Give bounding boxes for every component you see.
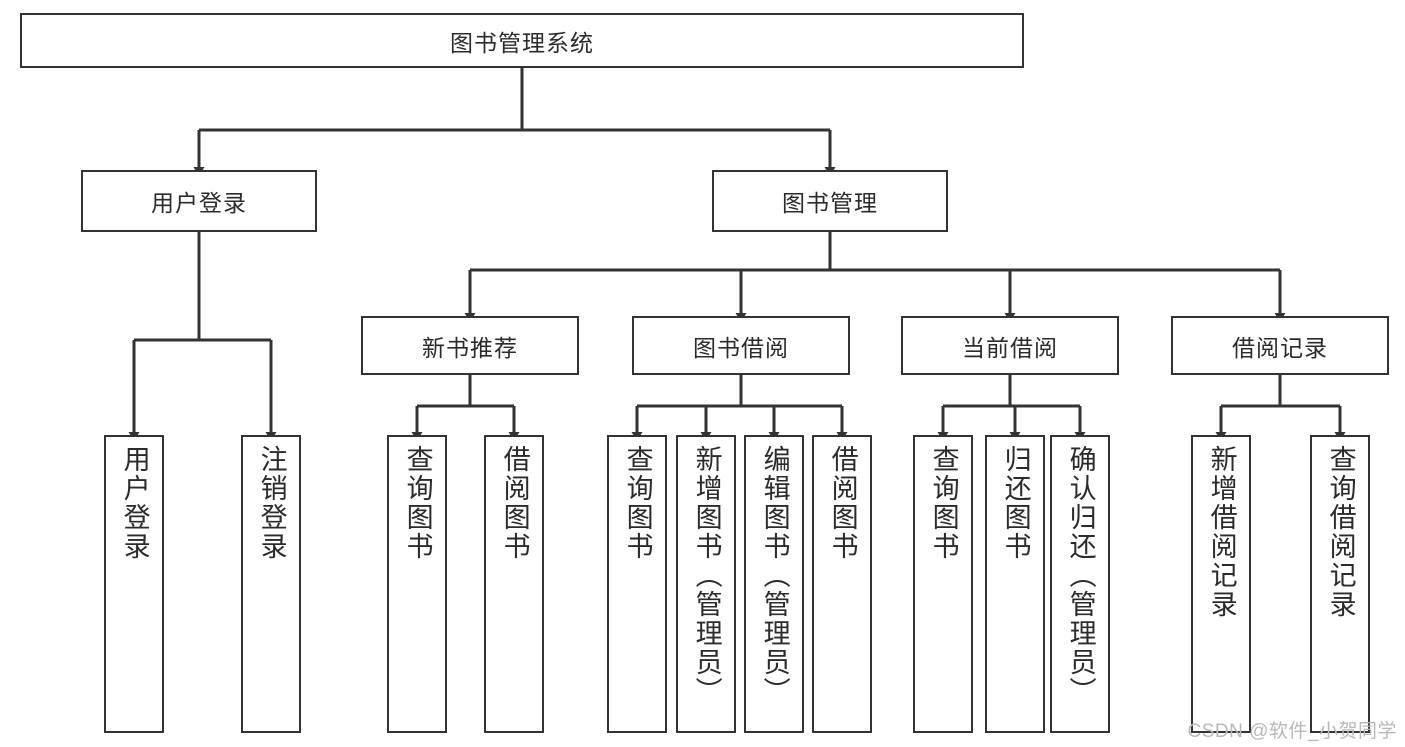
node-borrow-record[interactable]: 借阅记录: [1171, 316, 1389, 375]
node-label: 查询图书: [622, 445, 653, 561]
node-label: 当前借阅: [962, 334, 1058, 361]
node-leaf-13[interactable]: 查询借阅记录: [1310, 435, 1370, 733]
node-label: 图书管理系统: [450, 29, 594, 56]
node-leaf-2[interactable]: 注销登录: [241, 435, 301, 733]
node-book-borrow[interactable]: 图书借阅: [632, 316, 850, 375]
node-label: 新增借阅记录: [1206, 445, 1237, 619]
node-current-borrow[interactable]: 当前借阅: [901, 316, 1119, 375]
node-label: 查询借阅记录: [1325, 445, 1356, 619]
node-new-book-rec[interactable]: 新书推荐: [361, 316, 579, 375]
node-label: 图书借阅: [693, 334, 789, 361]
node-label: 用户登录: [151, 190, 247, 216]
node-label: 借阅图书: [499, 445, 530, 561]
node-leaf-1[interactable]: 用户登录: [104, 435, 164, 733]
node-leaf-3[interactable]: 查询图书: [387, 435, 447, 733]
node-label: 确认归还（管理员）: [1065, 445, 1096, 706]
node-label: 图书管理: [782, 190, 878, 216]
node-label: 归还图书: [1000, 445, 1031, 561]
node-root[interactable]: 图书管理系统: [20, 13, 1024, 68]
node-label: 新书推荐: [422, 334, 518, 361]
node-leaf-9[interactable]: 查询图书: [913, 435, 973, 733]
node-leaf-7[interactable]: 编辑图书（管理员）: [744, 435, 804, 733]
node-label: 注销登录: [256, 445, 287, 561]
node-label: 借阅图书: [827, 445, 858, 561]
node-leaf-10[interactable]: 归还图书: [985, 435, 1045, 733]
node-leaf-4[interactable]: 借阅图书: [484, 435, 544, 733]
node-label: 借阅记录: [1232, 334, 1328, 361]
node-label: 查询图书: [928, 445, 959, 561]
node-label: 查询图书: [402, 445, 433, 561]
node-label: 编辑图书（管理员）: [759, 445, 790, 706]
node-leaf-12[interactable]: 新增借阅记录: [1191, 435, 1251, 733]
node-leaf-8[interactable]: 借阅图书: [812, 435, 872, 733]
node-label: 新增图书（管理员）: [691, 445, 722, 706]
node-leaf-5[interactable]: 查询图书: [607, 435, 667, 733]
node-leaf-6[interactable]: 新增图书（管理员）: [676, 435, 736, 733]
node-label: 用户登录: [119, 445, 150, 561]
node-user-login[interactable]: 用户登录: [81, 170, 317, 232]
node-leaf-11[interactable]: 确认归还（管理员）: [1050, 435, 1110, 733]
node-book-manage[interactable]: 图书管理: [712, 170, 948, 232]
